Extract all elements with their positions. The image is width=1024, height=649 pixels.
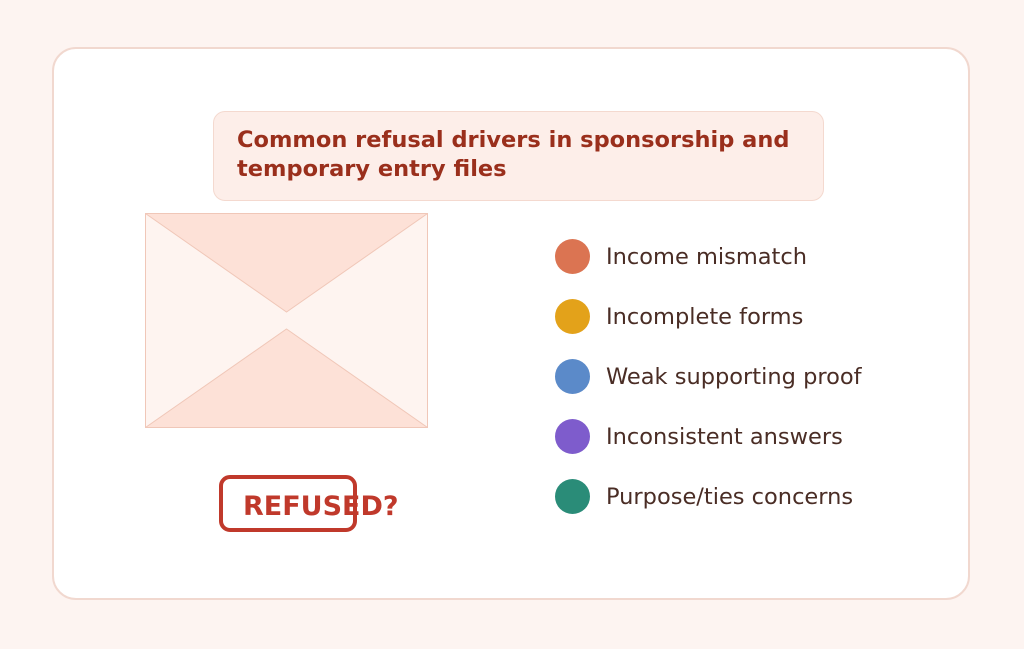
refused-stamp-label: REFUSED? [243,491,399,522]
diagram-title: Common refusal drivers in sponsorship an… [237,127,790,182]
legend-label: Income mismatch [606,244,807,270]
title-box: Common refusal drivers in sponsorship an… [213,111,824,201]
legend-label: Weak supporting proof [606,364,862,390]
legend-dot-icon [555,479,590,514]
legend-label: Incomplete forms [606,304,804,330]
legend-label: Purpose/ties concerns [606,484,854,510]
envelope-top-flap [145,213,428,313]
envelope-bottom-flap [145,328,428,428]
legend-label: Inconsistent answers [606,424,843,450]
legend-dot-icon [555,299,590,334]
refused-stamp-border [219,475,357,532]
legend-dot-icon [555,359,590,394]
legend-dot-icon [555,239,590,274]
envelope-icon [145,213,428,428]
legend-dot-icon [555,419,590,454]
